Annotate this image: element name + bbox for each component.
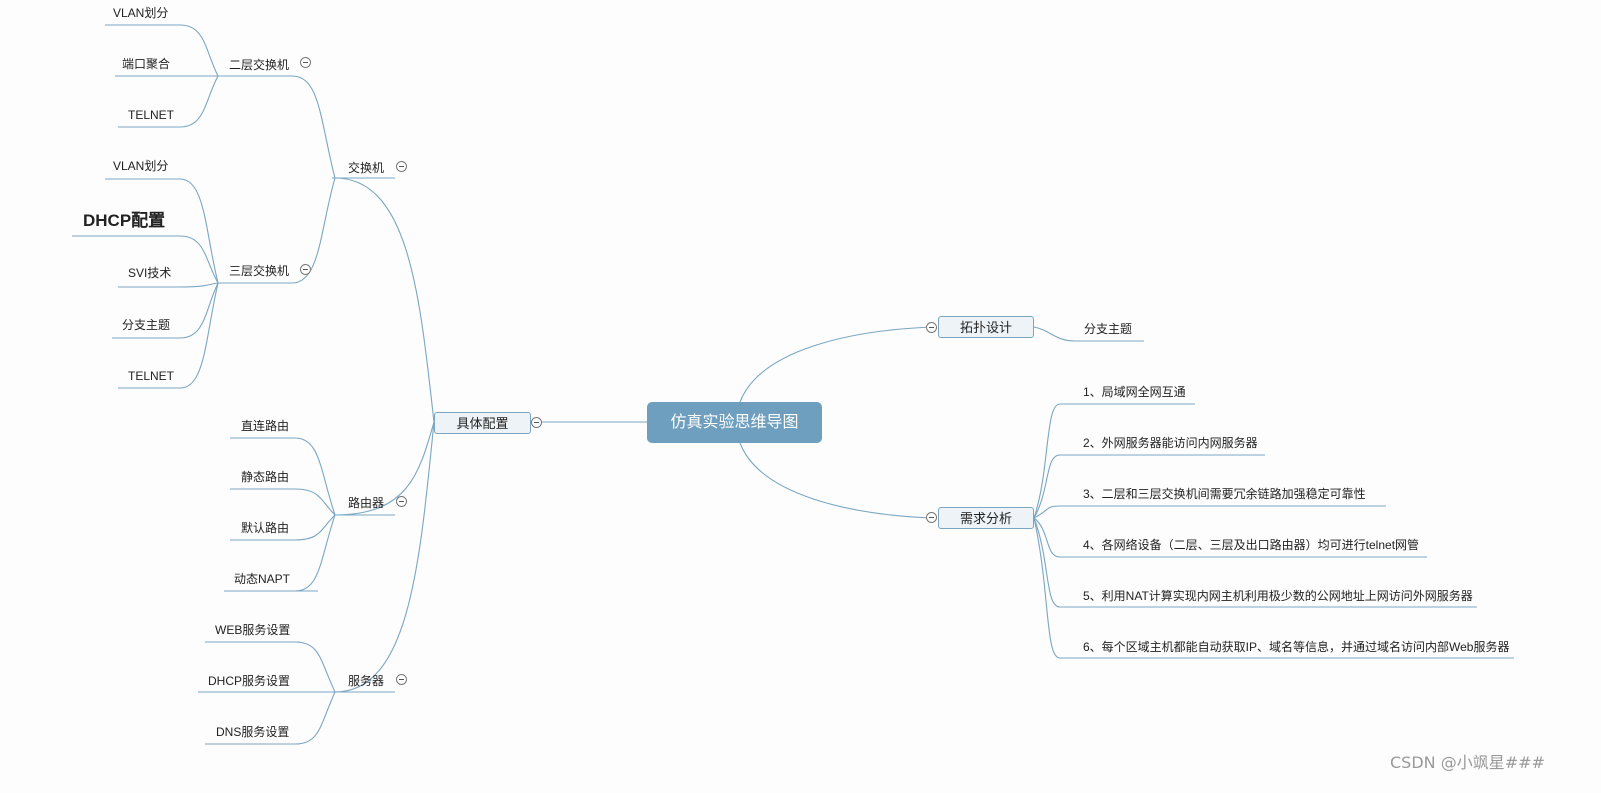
- leaf-branch-topic[interactable]: 分支主题: [122, 318, 171, 332]
- collapse-icon[interactable]: [926, 322, 937, 333]
- topic-router[interactable]: 路由器: [348, 496, 385, 510]
- topic-server[interactable]: 服务器: [348, 674, 385, 688]
- leaf-dynamic-napt[interactable]: 动态NAPT: [234, 572, 291, 586]
- requirement-item[interactable]: 5、利用NAT计算实现内网主机利用极少数的公网地址上网访问外网服务器: [1083, 589, 1473, 603]
- leaf-dns-service[interactable]: DNS服务设置: [216, 725, 290, 739]
- collapse-icon[interactable]: [396, 496, 407, 507]
- topic-requirements[interactable]: 需求分析: [938, 507, 1034, 529]
- leaf-dhcp-config[interactable]: DHCP配置: [83, 211, 166, 230]
- leaf-default-route[interactable]: 默认路由: [241, 521, 290, 535]
- requirement-item[interactable]: 2、外网服务器能访问内网服务器: [1083, 436, 1258, 450]
- topic-topology[interactable]: 拓扑设计: [938, 316, 1034, 338]
- requirement-item[interactable]: 3、二层和三层交换机间需要冗余链路加强稳定可靠性: [1083, 487, 1366, 501]
- requirement-item[interactable]: 6、每个区域主机都能自动获取IP、域名等信息，并通过域名访问内部Web服务器: [1083, 640, 1510, 654]
- watermark-text: CSDN @小飒星###: [1390, 753, 1545, 772]
- leaf-telnet[interactable]: TELNET: [128, 108, 175, 122]
- topic-config[interactable]: 具体配置: [434, 412, 531, 434]
- leaf-port-aggregation[interactable]: 端口聚合: [122, 57, 171, 71]
- collapse-icon[interactable]: [531, 417, 542, 428]
- topic-l3-switch[interactable]: 三层交换机: [229, 264, 290, 278]
- collapse-icon[interactable]: [300, 57, 311, 68]
- leaf-telnet[interactable]: TELNET: [128, 369, 175, 383]
- requirement-item[interactable]: 4、各网络设备（二层、三层及出口路由器）均可进行telnet网管: [1083, 538, 1420, 552]
- root-topic[interactable]: 仿真实验思维导图: [647, 402, 822, 443]
- leaf-dhcp-service[interactable]: DHCP服务设置: [208, 674, 291, 688]
- leaf-svi[interactable]: SVI技术: [128, 266, 172, 280]
- topic-switch[interactable]: 交换机: [348, 161, 385, 175]
- collapse-icon[interactable]: [300, 264, 311, 275]
- leaf-branch-topic[interactable]: 分支主题: [1084, 322, 1133, 336]
- leaf-vlan[interactable]: VLAN划分: [113, 6, 169, 20]
- leaf-static-route[interactable]: 静态路由: [241, 470, 290, 484]
- collapse-icon[interactable]: [926, 512, 937, 523]
- leaf-vlan[interactable]: VLAN划分: [113, 159, 169, 173]
- collapse-icon[interactable]: [396, 161, 407, 172]
- requirement-item[interactable]: 1、局域网全网互通: [1083, 385, 1186, 399]
- topic-l2-switch[interactable]: 二层交换机: [229, 58, 290, 72]
- leaf-direct-route[interactable]: 直连路由: [241, 419, 290, 433]
- collapse-icon[interactable]: [396, 674, 407, 685]
- leaf-web-service[interactable]: WEB服务设置: [215, 623, 291, 637]
